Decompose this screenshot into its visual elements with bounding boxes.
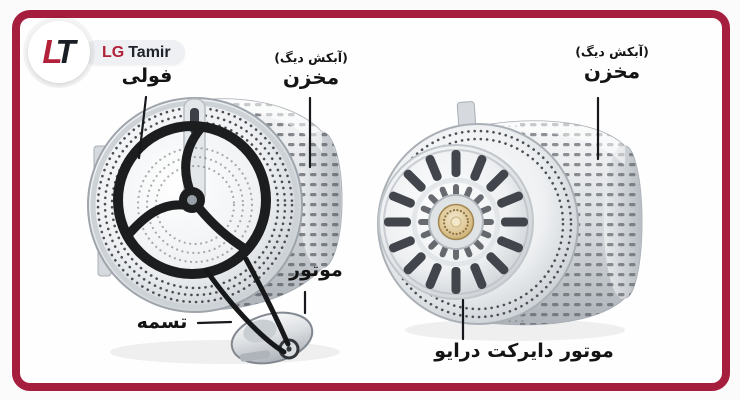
direct-drive-rotor-illustration (378, 144, 534, 300)
label-motor: موتور (289, 259, 343, 281)
label-tub-right-title: مخزن (583, 59, 641, 84)
label-direct-drive-motor: موتور دایرکت درایو (434, 340, 614, 362)
label-pulley: فولی (121, 65, 173, 87)
left-drum-illustration (87, 97, 343, 365)
label-tub-left-title: مخزن (282, 65, 340, 90)
right-drum-illustration (377, 101, 643, 341)
logo-letter-l: L (42, 33, 63, 70)
belt-leader-line (196, 320, 233, 325)
brand-lg-text: LG (102, 44, 125, 61)
label-tub-right: (آبکش دیگ) مخزن (554, 44, 670, 84)
pulley-leader-line (137, 95, 148, 160)
brand-name-text: Tamir (128, 44, 171, 61)
leader-lines (137, 95, 600, 341)
label-tub-right-note: (آبکش دیگ) (575, 44, 649, 59)
pulley-illustration (113, 121, 271, 279)
logo-monogram-badge: L T (28, 21, 90, 83)
belt-illustration (203, 256, 291, 355)
label-tub-left: (آبکش دیگ) مخزن (253, 50, 369, 90)
logo-letter-t: T (55, 33, 76, 70)
label-belt: تسمه (136, 311, 188, 333)
label-tub-left-note: (آبکش دیگ) (274, 50, 348, 65)
